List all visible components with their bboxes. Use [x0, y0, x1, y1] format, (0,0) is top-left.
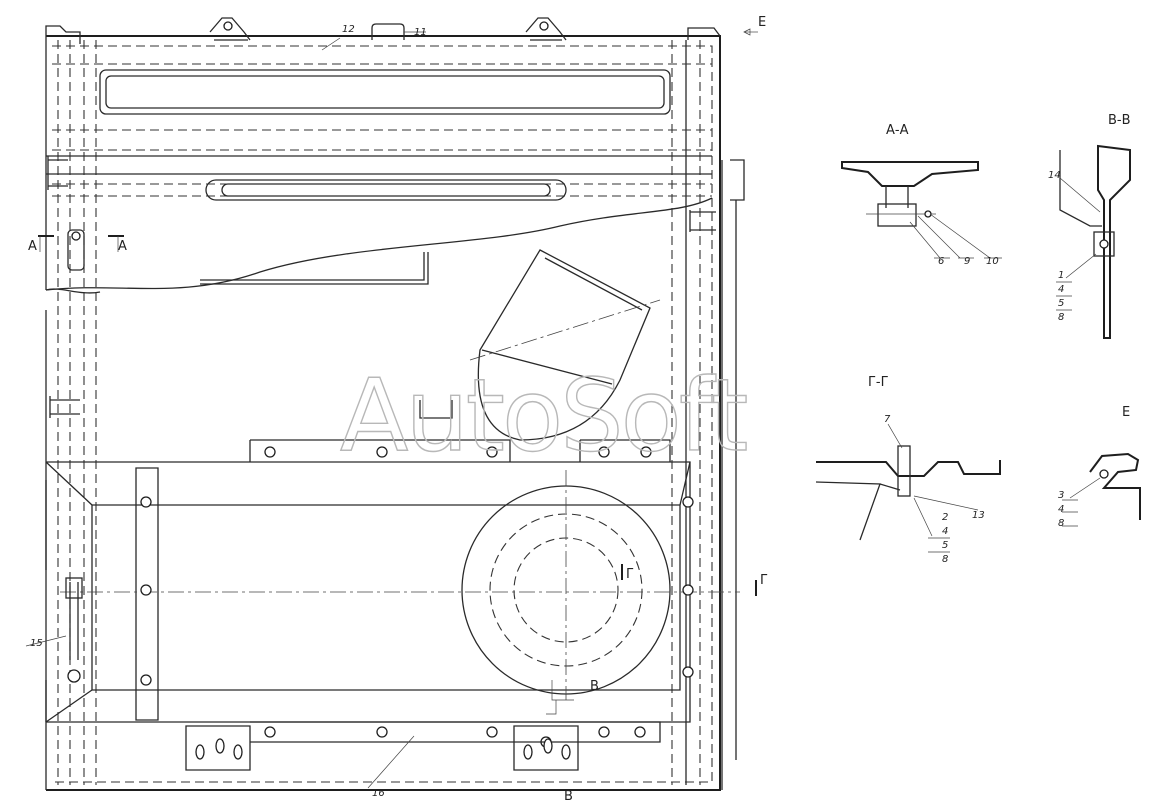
bb-callout-5: 5	[1058, 298, 1064, 309]
strut-eye	[67, 669, 81, 683]
gg-callout-8: 8	[942, 554, 948, 565]
top-handle-slot-inner	[105, 75, 665, 109]
latch-a	[67, 229, 85, 271]
callout-15: 15	[30, 638, 43, 649]
strut-top	[65, 577, 83, 599]
view-e	[1062, 452, 1141, 527]
gg-callout-7: 7	[884, 414, 891, 425]
top-beam-hidden	[52, 63, 712, 151]
cut-a-right: А	[118, 239, 127, 254]
middle-rail	[46, 155, 712, 175]
section-gg	[815, 423, 1001, 553]
bolt-holes	[140, 446, 694, 748]
callout-12: 12	[342, 24, 355, 35]
break-line	[45, 197, 713, 291]
centerlines	[60, 470, 740, 700]
bottom-strip	[250, 721, 661, 743]
center-clip	[419, 400, 453, 419]
callout-11: 11	[414, 27, 427, 38]
strut	[69, 582, 79, 660]
section-gg-title: Г-Г	[868, 375, 889, 390]
aa-callout-10: 10	[986, 256, 999, 267]
break-line-left	[45, 288, 101, 294]
main-view	[25, 17, 758, 791]
section-aa	[841, 161, 1002, 259]
chute-outline	[477, 249, 651, 441]
aa-callout-9: 9	[964, 256, 970, 267]
right-clip	[689, 210, 716, 232]
chute-centerline	[469, 299, 661, 361]
cut-marks	[38, 28, 758, 791]
bb-callout-4: 4	[1058, 284, 1064, 295]
bb-callout-8: 8	[1058, 312, 1064, 323]
top-clips	[45, 17, 721, 44]
handle-bar	[205, 179, 567, 201]
cut-g-right: Г	[760, 573, 768, 588]
gg-callout-5: 5	[942, 540, 948, 551]
right-flange	[721, 159, 745, 790]
lower-box-bevels	[45, 461, 691, 723]
l-rod	[200, 252, 429, 285]
section-bb-title: В-В	[1108, 113, 1131, 128]
e-callout-8: 8	[1058, 518, 1064, 529]
right-hidden-posts	[671, 40, 701, 785]
main-leaders	[25, 31, 426, 789]
left-clip-upper	[47, 156, 68, 190]
cut-b-bottom: В	[564, 789, 573, 804]
cut-g-left: Г	[626, 567, 634, 582]
section-aa-title: А-А	[886, 123, 909, 138]
frame-hidden-outline	[52, 45, 713, 783]
callout-16: 16	[372, 788, 385, 799]
e-callout-3: 3	[1058, 490, 1064, 501]
frame-outline	[46, 35, 721, 791]
chute-edges	[481, 257, 643, 385]
gg-callout-4: 4	[942, 526, 948, 537]
lower-box-brackets	[249, 439, 671, 462]
e-callout-4: 4	[1058, 504, 1064, 515]
top-handle-slot	[99, 69, 671, 115]
section-bb	[1056, 144, 1131, 339]
gg-callout-13: 13	[972, 510, 985, 521]
bb-callout-1: 1	[1058, 270, 1064, 281]
cut-b-top: В	[590, 679, 599, 694]
left-hidden-posts	[57, 40, 97, 785]
aa-callout-6: 6	[938, 256, 944, 267]
lower-box-stiffener	[135, 467, 159, 721]
handle-bar-inner	[221, 183, 551, 197]
watermark: AutoSoft	[340, 357, 746, 474]
cut-a-left: А	[28, 239, 37, 254]
view-e-arrow: Е	[758, 15, 766, 30]
bb-callout-14: 14	[1048, 170, 1061, 181]
bottom-plates	[185, 725, 579, 771]
view-e-title: Е	[1122, 405, 1130, 420]
gg-callout-2: 2	[942, 512, 948, 523]
middle-rail-hidden	[52, 183, 712, 197]
lower-box-inner	[91, 504, 681, 691]
left-clip-lower	[49, 396, 80, 418]
